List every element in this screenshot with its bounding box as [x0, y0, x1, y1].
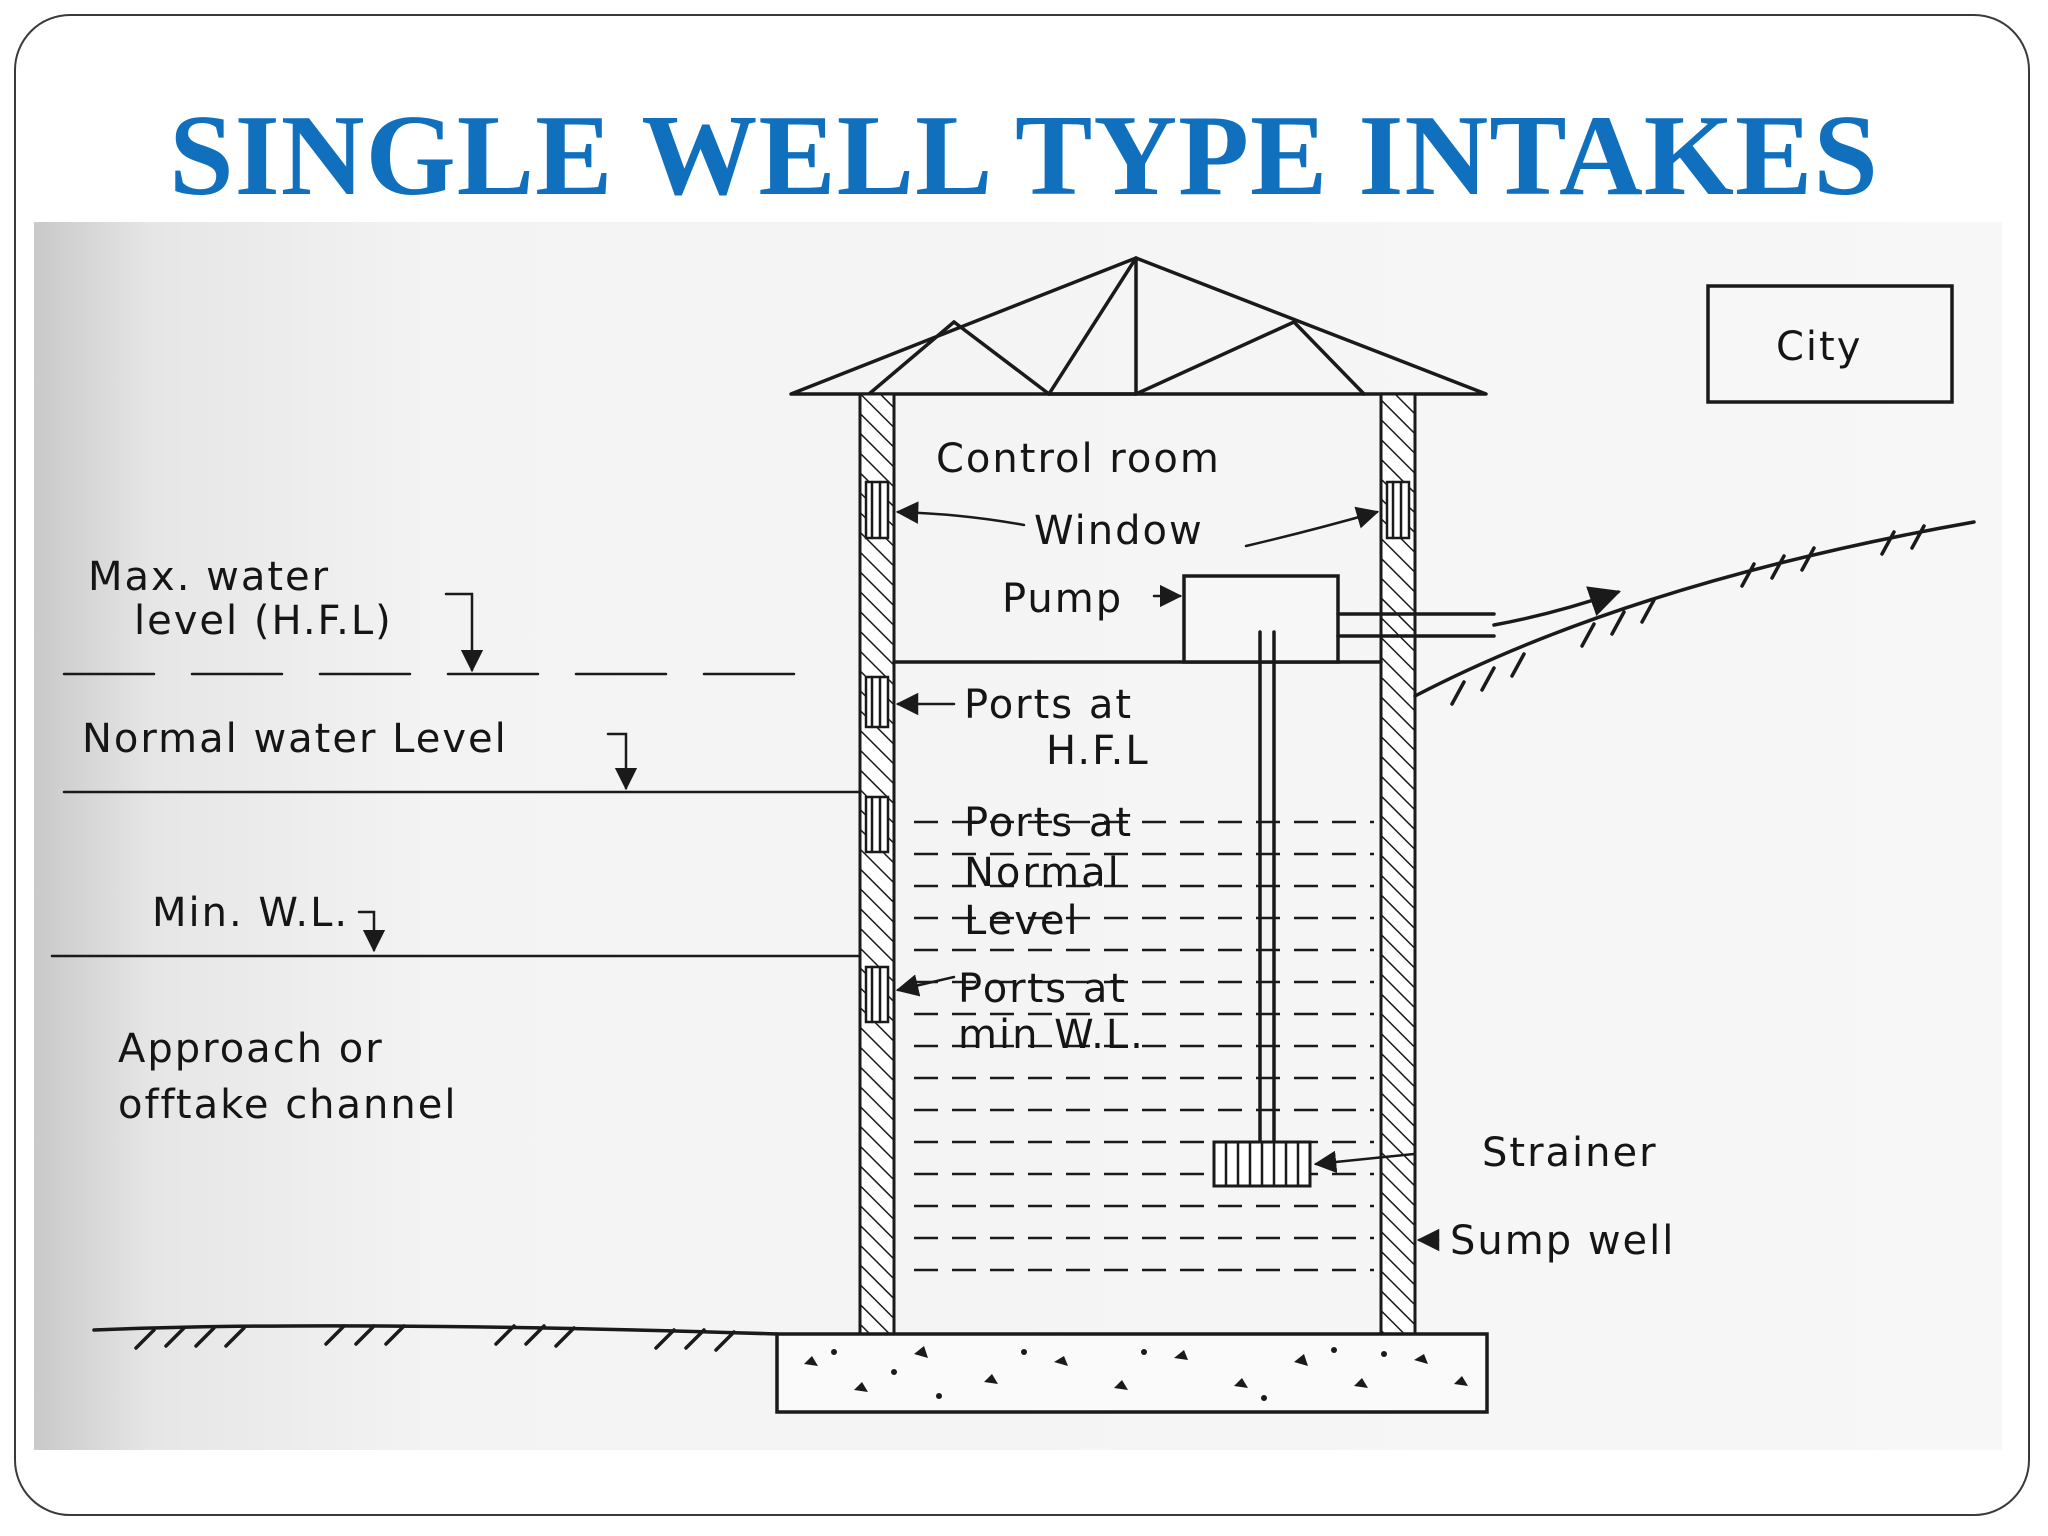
scan-background [34, 222, 2002, 1450]
ports-normal-label-line2: Normal [964, 850, 1121, 896]
right-wall [1379, 392, 1417, 1336]
min-wl-label: Min. W.L. [152, 890, 349, 936]
delivery-arrow [1492, 586, 1621, 627]
roof-truss [789, 256, 1488, 396]
normal-water-level-label: Normal water Level [82, 716, 508, 762]
ports-normal-label-line1: Ports at [964, 800, 1133, 846]
nwl-marker-icon [606, 732, 638, 791]
foundation [775, 1332, 1489, 1414]
max-water-level-label-line1: Max. water [88, 554, 330, 600]
control-room-label: Control room [936, 436, 1221, 482]
left-wall [858, 392, 896, 1336]
wall-ports [864, 675, 890, 1024]
intake-diagram: City Control room Window Pump Max. water… [34, 222, 2002, 1450]
delivery-pipe [1336, 612, 1496, 638]
window-label: Window [1034, 508, 1204, 554]
slide-title: SINGLE WELL TYPE INTAKES [169, 92, 1879, 220]
strainer [1212, 1140, 1312, 1188]
suction-pipe [1258, 630, 1276, 1144]
ports-min-label-line2: min W.L. [958, 1012, 1145, 1058]
leader-arrows [895, 501, 1440, 1252]
ports-min-label-line1: Ports at [958, 966, 1127, 1012]
approach-label-line1: Approach or [118, 1026, 384, 1072]
ports-normal-label-line3: Level [964, 898, 1080, 944]
hfl-marker-icon [444, 592, 484, 673]
ports-hfl-label-line2: H.F.L [1046, 728, 1150, 774]
ground-right-slope [1413, 520, 1976, 706]
city-label: City [1776, 324, 1862, 370]
sump-well-label: Sump well [1450, 1218, 1675, 1264]
max-water-level-label-line2: level (H.F.L) [134, 598, 393, 644]
approach-label-line2: offtake channel [118, 1082, 457, 1128]
ground-left [92, 1324, 779, 1352]
ports-hfl-label-line1: Ports at [964, 682, 1133, 728]
city-box [1706, 284, 1954, 404]
strainer-label: Strainer [1482, 1130, 1658, 1176]
minwl-marker-icon [357, 910, 386, 953]
window-openings [864, 480, 1411, 540]
pump-label: Pump [1002, 576, 1123, 622]
